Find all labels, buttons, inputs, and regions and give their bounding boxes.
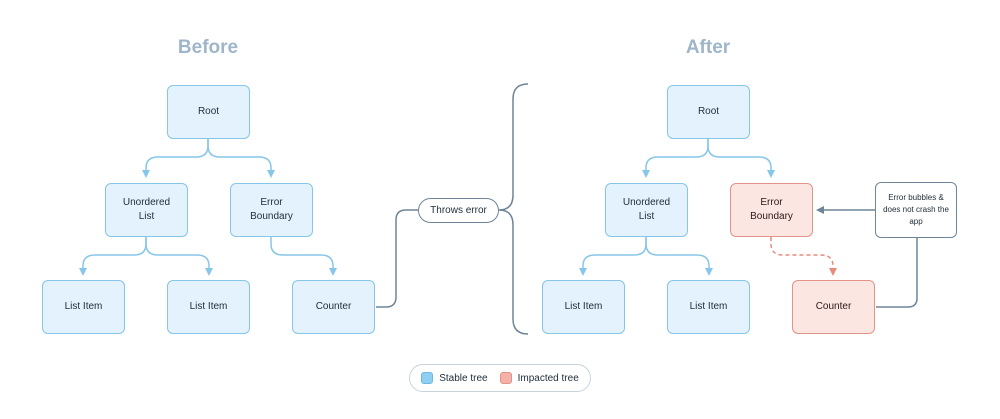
edge-after-unordered-list-item2 — [645, 237, 713, 276]
after-list-item-1-node: List Item — [542, 280, 625, 334]
after-title: After — [685, 37, 731, 58]
before-error-boundary-label: Error Boundary — [250, 196, 293, 223]
before-error-boundary-node: Error Boundary — [230, 183, 313, 237]
edge-after-root-error-boundary — [707, 139, 775, 178]
after-root-node: Root — [667, 85, 750, 139]
legend-label-stable: Stable tree — [439, 372, 488, 384]
edge-after-unordered-list-item1 — [579, 237, 647, 276]
before-list-item-2-node: List Item — [167, 280, 250, 334]
legend-item-stable: Stable tree — [421, 372, 488, 384]
after-unordered-list-label: Unordered List — [622, 196, 671, 223]
before-unordered-list-label: Unordered List — [122, 196, 171, 223]
before-title: Before — [177, 37, 239, 58]
after-list-item-2-node: List Item — [667, 280, 750, 334]
before-unordered-list-node: Unordered List — [105, 183, 188, 237]
error-bubbles-note: Error bubbles & does not crash the app — [875, 182, 957, 238]
throws-error-label: Throws error — [418, 198, 499, 223]
edge-root-error-boundary — [207, 139, 275, 178]
edge-after-root-unordered-list — [642, 139, 709, 178]
after-error-boundary-label: Error Boundary — [750, 196, 793, 223]
legend-item-impacted: Impacted tree — [499, 372, 579, 384]
before-root-node: Root — [167, 85, 250, 139]
bracket-separator — [498, 83, 529, 335]
after-error-boundary-node: Error Boundary — [730, 183, 813, 237]
after-counter-node: Counter — [792, 280, 875, 334]
edge-counter-note — [876, 237, 918, 308]
edge-unordered-list-item1 — [79, 237, 147, 276]
legend: Stable tree Impacted tree — [409, 364, 591, 392]
legend-swatch-impacted — [499, 372, 512, 384]
edge-counter-throws-error — [376, 209, 418, 308]
before-counter-node: Counter — [292, 280, 375, 334]
after-unordered-list-node: Unordered List — [605, 183, 688, 237]
edge-error-boundary-counter — [270, 237, 337, 276]
legend-swatch-stable — [421, 372, 434, 384]
error-bubbles-note-text: Error bubbles & does not crash the app — [883, 193, 949, 226]
edge-unordered-list-item2 — [145, 237, 213, 276]
edge-after-error-boundary-counter — [770, 237, 837, 276]
before-list-item-1-node: List Item — [42, 280, 125, 334]
legend-label-impacted: Impacted tree — [517, 372, 579, 384]
edge-root-unordered-list — [142, 139, 209, 178]
